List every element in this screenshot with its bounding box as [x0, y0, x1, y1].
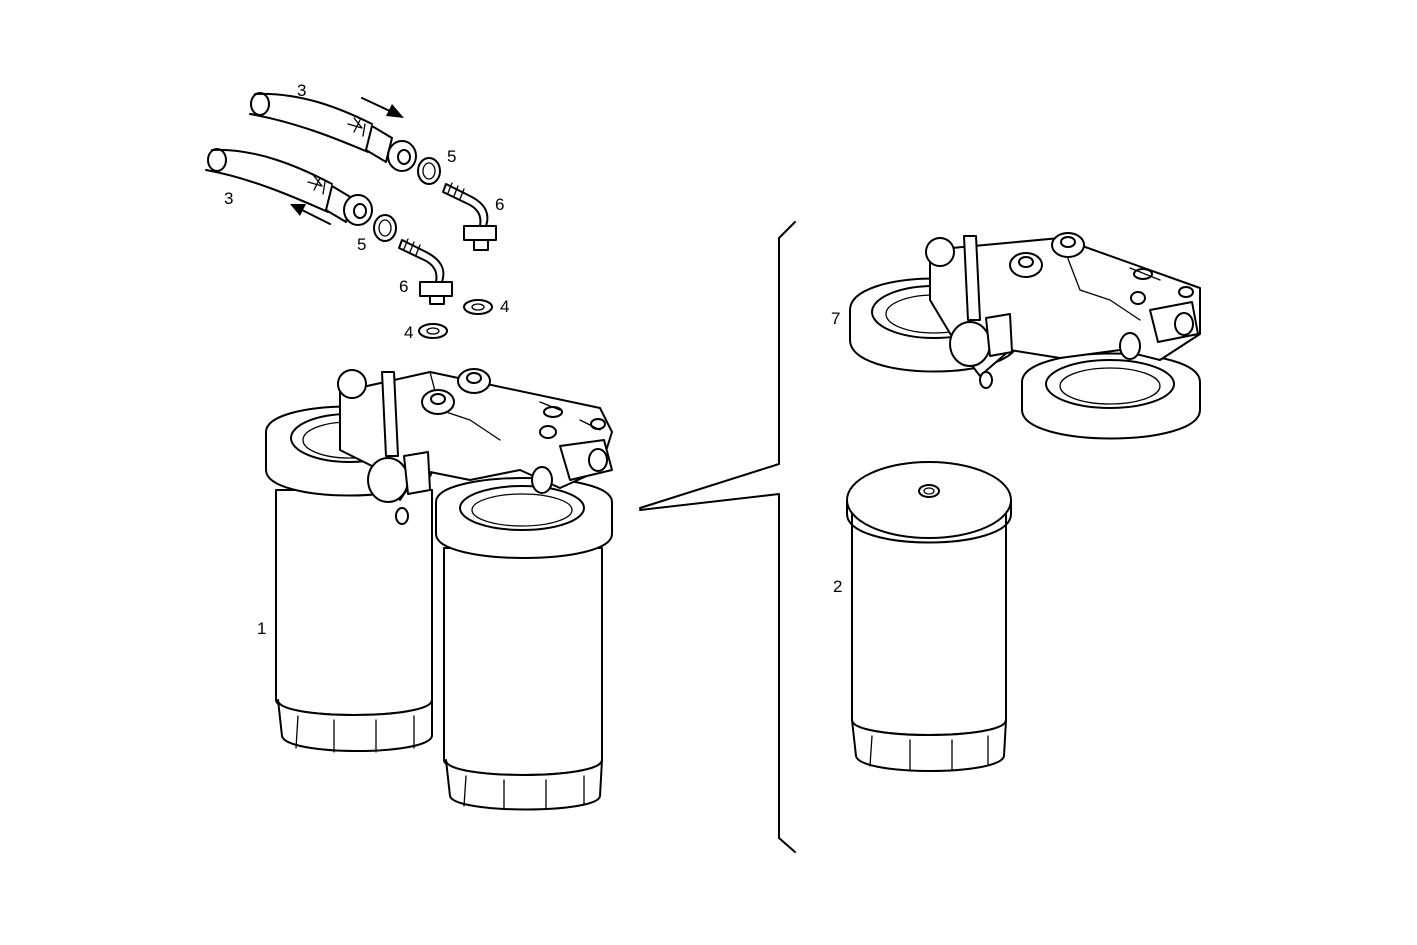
- flow-arrow-out-icon: [290, 204, 331, 225]
- elbow-fitting-upper: [442, 182, 497, 251]
- callout-elbow-upper: 6: [495, 195, 504, 214]
- callout-seal-lower: 5: [357, 235, 366, 254]
- washer-left: [418, 323, 448, 339]
- callout-washer-right: 4: [500, 297, 509, 316]
- callout-hose-upper: 3: [297, 81, 306, 100]
- callout-filter-cartridge: 2: [833, 577, 842, 596]
- seal-ring-lower: [373, 214, 397, 242]
- callout-elbow-lower: 6: [399, 277, 408, 296]
- filter-head: [849, 232, 1201, 440]
- flow-arrow-in-icon: [361, 97, 404, 118]
- callout-filter-assembly: 1: [257, 619, 266, 638]
- seal-ring-upper: [417, 157, 441, 185]
- callout-seal-upper: 5: [447, 147, 456, 166]
- elbow-fitting-lower: [398, 238, 453, 305]
- fuel-hose-lower: [205, 148, 373, 226]
- fuel-hose-upper: [249, 92, 417, 172]
- filter-cartridge: [846, 461, 1012, 772]
- washer-right: [463, 299, 493, 315]
- detail-bracket: [639, 221, 796, 853]
- callout-filter-head: 7: [831, 309, 840, 328]
- callout-hose-lower: 3: [224, 189, 233, 208]
- callout-washer-left: 4: [404, 323, 413, 342]
- filter-assembly: [265, 368, 613, 811]
